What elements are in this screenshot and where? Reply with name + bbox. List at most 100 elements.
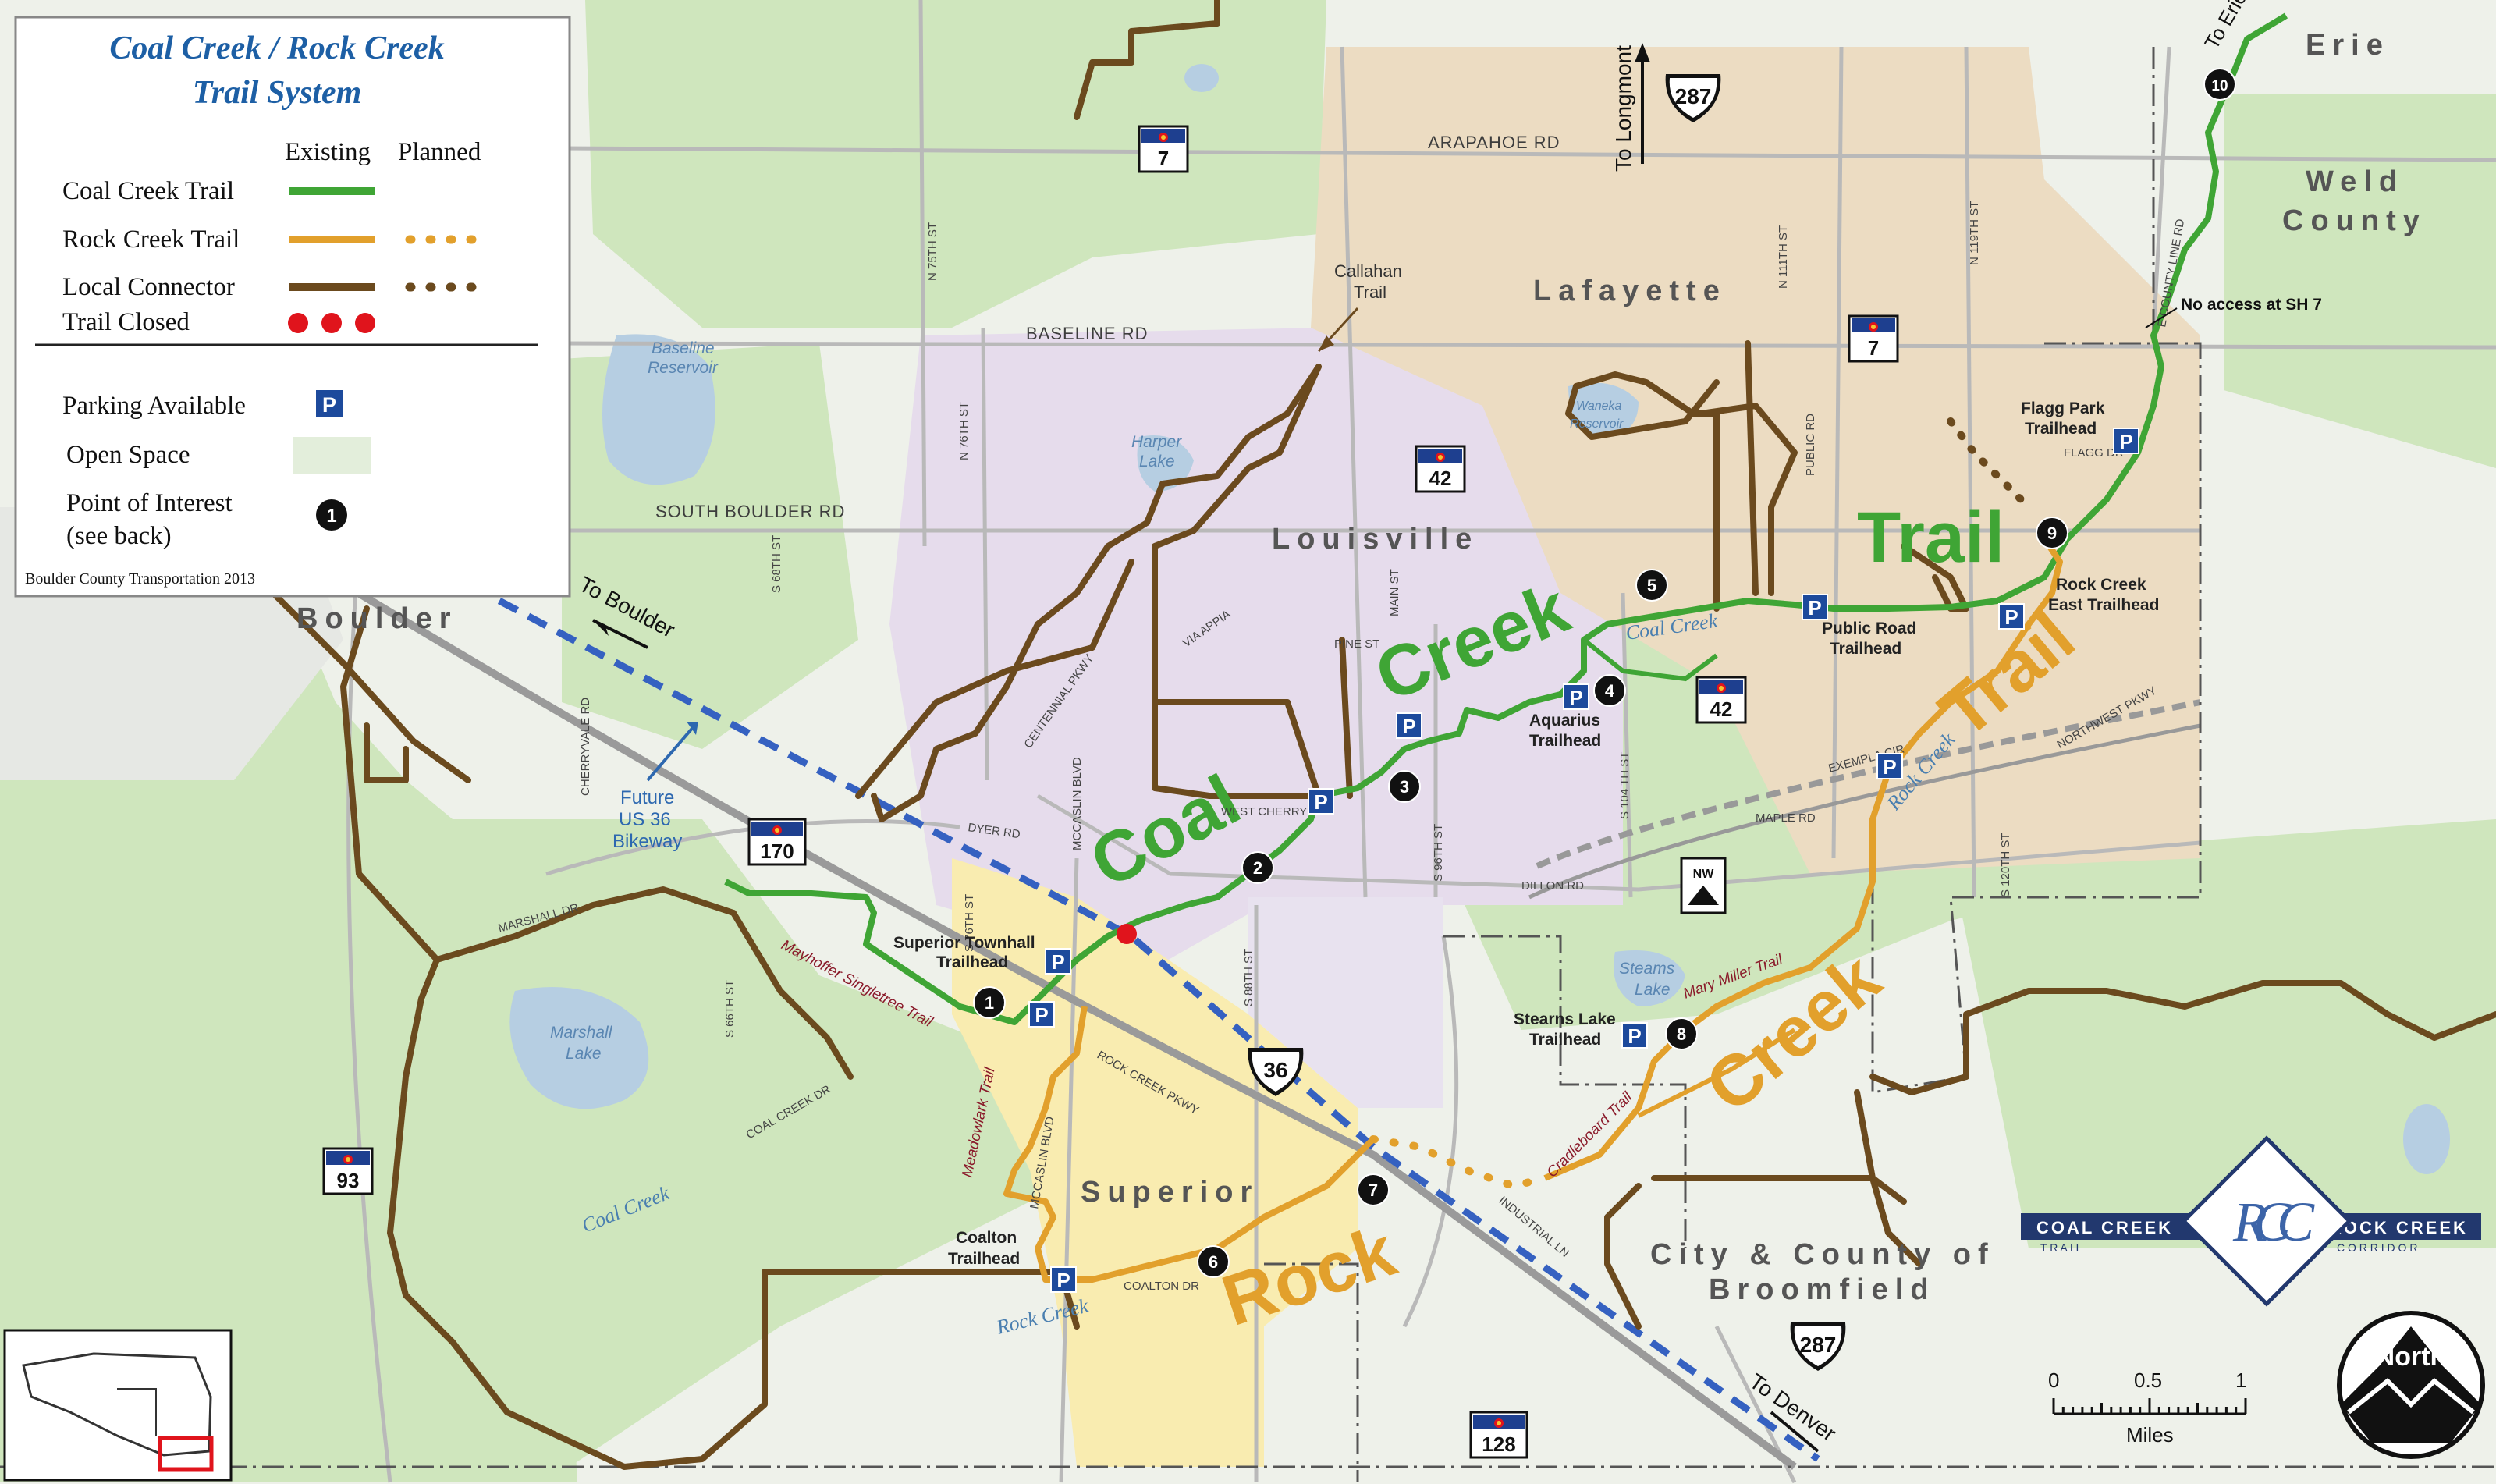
rock-creek-trail-west	[1003, 1006, 1376, 1283]
parking-letter: P	[1035, 1003, 1048, 1027]
legend-col-existing: Existing	[285, 138, 371, 166]
trail-green-label: Trail	[1857, 498, 2004, 577]
th-superior-townhall-2: Trailhead	[936, 953, 1008, 971]
to-longmont: To Longmont	[1611, 45, 1635, 172]
parking-icon: P	[1876, 753, 1903, 779]
th-coalton-2: Trailhead	[948, 1250, 1020, 1268]
poi-number: 10	[2211, 78, 2228, 94]
rcc-logo: COAL CREEK ROCK CREEK T R A I L C O R R …	[2021, 1135, 2481, 1307]
us-shield-us287a: 287	[1665, 74, 1721, 122]
parking-letter: P	[1056, 1269, 1070, 1292]
callahan-1: Callahan	[1334, 261, 1402, 281]
poi-number: 4	[1605, 681, 1615, 701]
poi-number: 1	[985, 993, 994, 1013]
poi-number: 2	[1253, 858, 1262, 878]
cradleboard-trail	[1637, 1028, 1796, 1118]
road-s120: S 120TH ST	[1999, 833, 2012, 897]
road-s66: S 66TH ST	[723, 980, 737, 1038]
coal-creek-trail	[724, 12, 2288, 1025]
th-public-road-2: Trailhead	[1830, 640, 1901, 658]
parking-letter: P	[1402, 715, 1415, 738]
poi-number: 7	[1369, 1180, 1378, 1200]
poi-marker-2: 2	[1241, 851, 1274, 884]
road-s104: S 104 TH ST	[1618, 752, 1631, 819]
co-shield-sh93: 93	[322, 1147, 374, 1195]
road-flagg: FLAGG DR	[2064, 446, 2124, 460]
co-shield-sh42a: 42	[1415, 445, 1466, 493]
legend-parking: Parking Available	[62, 392, 246, 420]
scale-unit: Miles	[2126, 1423, 2174, 1447]
logo-left-sub: T R A I L	[2040, 1241, 2082, 1254]
road-n119: N 119TH ST	[1968, 201, 1981, 265]
legend-title-2: Trail System	[193, 75, 362, 111]
legend-poi-2: (see back)	[66, 522, 172, 550]
parking-icon: P	[1563, 683, 1589, 710]
parking-icon: P	[1396, 712, 1422, 739]
poi-marker-9: 9	[2036, 517, 2068, 549]
road-s96: S 96TH ST	[1432, 824, 1445, 882]
legend-poi-icon: 1	[326, 506, 336, 527]
logo-left-text: COAL CREEK	[2036, 1218, 2173, 1237]
shield-number: 93	[337, 1169, 360, 1192]
boundary-layer	[0, 47, 2496, 1482]
road-coalton: COALTON DR	[1124, 1280, 1199, 1293]
legend-row-rock: Rock Creek Trail	[62, 225, 240, 254]
th-flagg-1: Flagg Park	[2021, 399, 2105, 417]
trailhead-labels: Superior Townhall Trailhead Coalton Trai…	[893, 399, 2159, 1268]
future-2: US 36	[619, 809, 671, 830]
label-marshall-2: Lake	[566, 1045, 602, 1063]
road-south-boulder: SOUTH BOULDER RD	[655, 502, 845, 521]
town-erie: Erie	[2306, 29, 2390, 62]
th-rock-east-2: East Trailhead	[2048, 596, 2159, 614]
poi-number: 8	[1677, 1024, 1686, 1044]
parking-letter: P	[2004, 605, 2018, 629]
legend-openspace: Open Space	[66, 441, 190, 469]
th-coalton-1: Coalton	[956, 1229, 1017, 1247]
road-layer	[346, 0, 2496, 1484]
co-shield-sh170: 170	[747, 818, 807, 866]
legend-title-1: Coal Creek / Rock Creek	[109, 30, 444, 66]
poi-marker-4: 4	[1593, 674, 1626, 707]
road-baseline: BASELINE RD	[1026, 324, 1149, 343]
parking-letter: P	[1883, 755, 1896, 779]
water-labels: Baseline Reservoir Harper Lake Marshall …	[550, 339, 1675, 1063]
road-arapahoe: ARAPAHOE RD	[1428, 133, 1560, 152]
th-aquarius-1: Aquarius	[1529, 712, 1600, 730]
parking-icon: P	[1998, 603, 2025, 630]
scale-1: 1	[2235, 1369, 2246, 1392]
locator-inset	[3, 1329, 233, 1482]
shield-number: 36	[1263, 1058, 1287, 1082]
road-west-cherry: WEST CHERRY ST	[1221, 805, 1325, 818]
no-access-sh7: No access at SH 7	[2181, 296, 2322, 314]
parking-letter: P	[1628, 1024, 1641, 1048]
road-maple: MAPLE RD	[1756, 811, 1816, 825]
shield-number: 287	[1675, 84, 1712, 108]
coal-creek-spur	[1582, 637, 1718, 682]
poi-marker-7: 7	[1357, 1173, 1390, 1206]
baseline-reservoir	[602, 334, 715, 485]
th-stearns-2: Trailhead	[1529, 1031, 1601, 1049]
parking-icon: P	[2113, 428, 2139, 454]
road-pine: PINE ST	[1334, 637, 1379, 651]
road-n75: N 75TH ST	[926, 222, 939, 281]
poi-marker-1: 1	[973, 986, 1006, 1019]
co-shield-sh7b: 7	[1848, 314, 1899, 363]
us-36-highway	[279, 542, 1797, 1471]
label-marshall-1: Marshall	[550, 1024, 613, 1042]
poi-marker-5: 5	[1635, 569, 1668, 602]
legend-credit: Boulder County Transportation 2013	[25, 570, 255, 588]
legend-row-closed: Trail Closed	[62, 308, 190, 336]
th-rock-east-1: Rock Creek	[2056, 576, 2146, 594]
road-s68: S 68TH ST	[770, 535, 783, 593]
co-shield-sh7a: 7	[1138, 125, 1189, 173]
callahan-2: Trail	[1354, 282, 1386, 302]
shield-number: 128	[1482, 1433, 1515, 1456]
town-lafayette: Lafayette	[1533, 275, 1727, 307]
poi-marker-6: 6	[1197, 1245, 1230, 1278]
legend-openspace-swatch	[293, 437, 371, 474]
stearns-lake	[1614, 950, 1685, 1006]
